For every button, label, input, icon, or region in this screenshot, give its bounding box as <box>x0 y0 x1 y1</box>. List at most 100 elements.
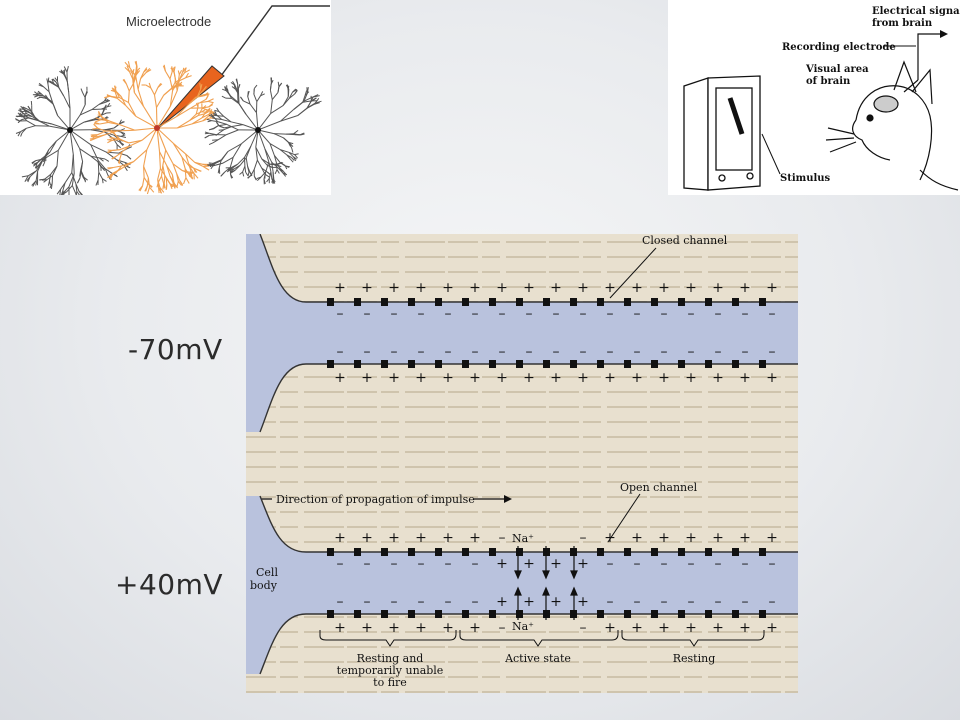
dendrite <box>226 167 232 173</box>
charge-sign: – <box>499 306 506 322</box>
dendrite <box>66 80 70 93</box>
dendrite <box>113 138 121 143</box>
dendrite <box>145 185 148 192</box>
dendrite <box>192 120 203 125</box>
charge-sign: – <box>499 620 506 636</box>
charge-sign: + <box>766 620 778 636</box>
ion-channel <box>435 360 442 368</box>
dendrite <box>188 174 194 179</box>
charge-sign: – <box>580 530 587 546</box>
dendrite <box>129 67 137 77</box>
dendrite <box>201 113 210 119</box>
dendrite <box>71 185 77 195</box>
dendrite <box>164 175 170 183</box>
ion-channel <box>543 360 550 368</box>
dendrite <box>230 163 238 169</box>
charge-sign: – <box>553 344 560 360</box>
dendrite <box>245 157 249 167</box>
dendrite <box>245 171 249 177</box>
dendrite <box>135 75 139 90</box>
charge-sign: + <box>415 620 427 636</box>
dendrite <box>118 119 122 125</box>
dendrite <box>193 168 196 173</box>
charge-sign: + <box>415 280 427 296</box>
charge-sign: – <box>499 530 506 546</box>
dendrite <box>271 161 280 169</box>
charge-sign: + <box>361 280 373 296</box>
dendrite <box>196 88 202 98</box>
dendrite <box>176 79 181 91</box>
dendrite <box>143 68 148 73</box>
dendrite <box>297 107 308 116</box>
dendrite <box>26 113 33 117</box>
electrode-wire <box>217 5 330 81</box>
dendrite <box>100 166 106 170</box>
ion-channel <box>732 298 739 306</box>
dendrite <box>126 155 132 160</box>
charge-sign: + <box>766 280 778 296</box>
dendrite <box>90 155 99 162</box>
dendrite <box>278 82 283 87</box>
dendrite <box>111 138 120 141</box>
dendrite <box>292 156 297 162</box>
ion-channel <box>651 548 658 556</box>
dendrite <box>255 147 258 161</box>
dendrite <box>303 93 308 102</box>
dendrite <box>26 176 31 182</box>
dendrite <box>239 157 247 166</box>
dendrite <box>157 82 162 88</box>
charge-sign: + <box>550 280 562 296</box>
dendrite <box>220 171 225 177</box>
dendrite <box>168 181 174 188</box>
dendrite <box>241 129 259 145</box>
dendrite <box>235 88 240 95</box>
charge-sign: + <box>523 594 535 610</box>
dendrite <box>47 180 50 186</box>
dendrite <box>232 80 236 86</box>
ion-channel <box>705 548 712 556</box>
charge-sign: – <box>607 556 614 572</box>
dendrite <box>147 177 151 188</box>
ion-channel <box>651 610 658 618</box>
charge-sign: – <box>445 344 452 360</box>
dendrite <box>121 145 130 153</box>
ion-channel <box>408 610 415 618</box>
dendrite <box>214 109 220 112</box>
dendrite <box>149 186 155 193</box>
dendrite <box>220 151 229 161</box>
dendrite <box>184 67 187 73</box>
dendrite <box>42 149 59 160</box>
dendrite <box>182 177 187 185</box>
charge-sign: + <box>388 620 400 636</box>
charge-sign: + <box>685 370 697 386</box>
dendrite <box>226 88 229 94</box>
ion-channel <box>732 610 739 618</box>
dendrite <box>300 133 305 136</box>
dendrite <box>120 131 126 135</box>
charge-sign: + <box>604 280 616 296</box>
dendrite <box>145 84 152 89</box>
charge-sign: + <box>604 530 616 546</box>
dendrite <box>94 121 100 125</box>
dendrite <box>291 148 294 153</box>
ion-channel <box>678 298 685 306</box>
charge-sign: – <box>337 306 344 322</box>
influx-arrowhead <box>514 570 522 580</box>
dendrite <box>273 133 287 135</box>
dendrite <box>270 99 273 114</box>
dendrite <box>179 180 184 185</box>
neuron-left-soma <box>67 127 73 133</box>
charge-sign: – <box>715 344 722 360</box>
charge-sign: + <box>550 556 562 572</box>
dendrite <box>156 116 177 129</box>
charge-sign: + <box>442 620 454 636</box>
dendrite <box>153 87 159 96</box>
dendrite <box>142 105 158 129</box>
charge-sign: + <box>604 370 616 386</box>
dendrite <box>293 101 304 110</box>
dendrite <box>173 72 177 80</box>
dendrite <box>126 65 131 73</box>
cat-head <box>825 60 959 191</box>
dendrite <box>221 119 232 123</box>
dendrite <box>312 95 320 98</box>
